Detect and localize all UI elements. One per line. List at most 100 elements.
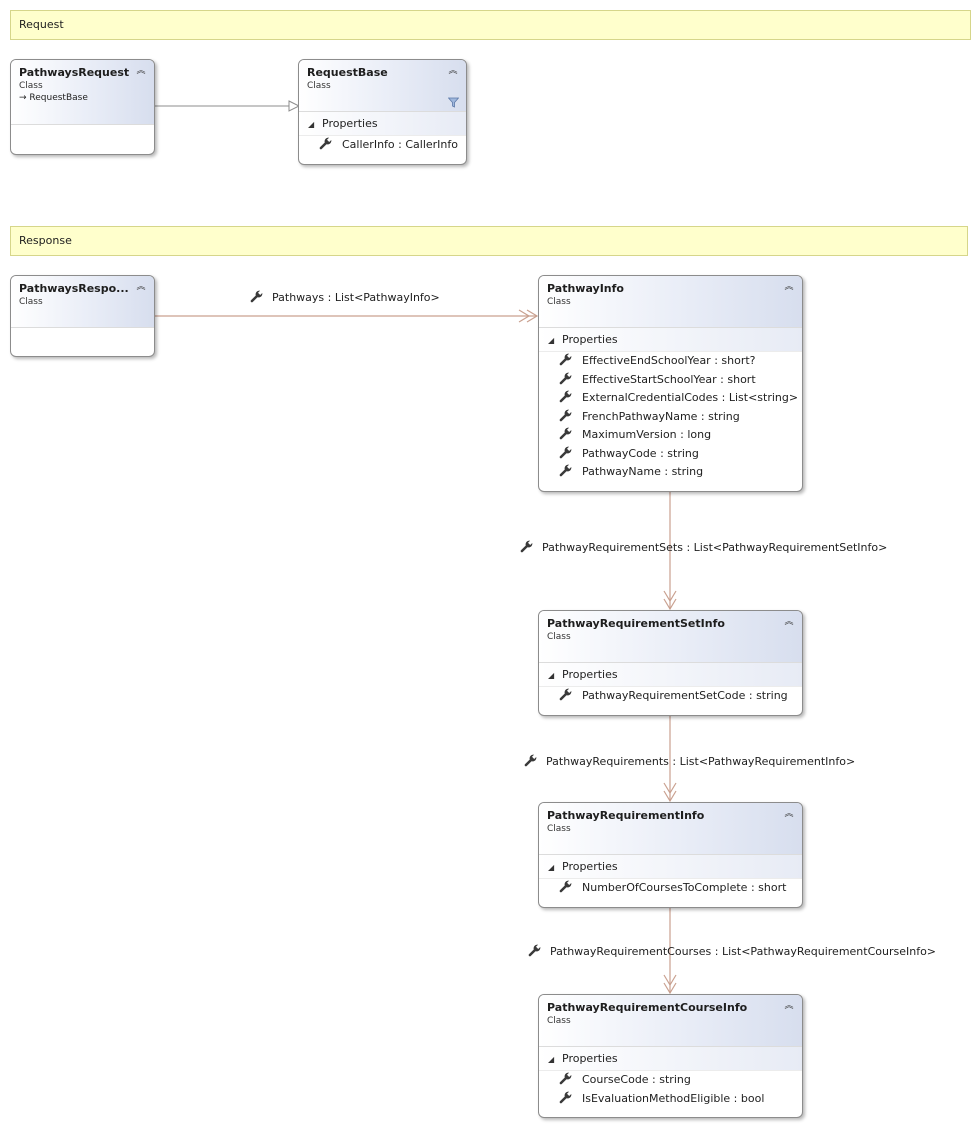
triangle-down-icon[interactable]: ◢ [548,671,555,680]
wrench-icon [559,1072,572,1085]
inheritance-connector[interactable] [155,100,301,112]
properties-section-header[interactable]: ◢Properties [539,663,802,687]
wrench-icon [559,446,572,458]
class-pathway-requirement-course-info[interactable]: PathwayRequirementCourseInfo Class ︽ ◢ Pr… [538,994,803,1118]
triangle-down-icon[interactable]: ◢ [548,863,555,872]
properties-section-header[interactable]: ◢Properties [539,328,802,352]
requirement-sets-association-connector[interactable] [663,492,677,611]
property-row[interactable]: PathwayCode : string [539,445,802,464]
requirements-association-label[interactable]: PathwayRequirements : List<PathwayRequir… [524,754,855,768]
base-type: → RequestBase [19,93,146,103]
wrench-icon [524,754,537,767]
class-name: PathwayRequirementCourseInfo [547,1001,748,1014]
class-header: PathwayRequirementInfo Class ︽ [539,803,802,855]
property-text: PathwayName : string [582,465,704,478]
class-header: RequestBase Class ︽ [299,60,466,112]
class-kind: Class [547,632,571,642]
property-row[interactable]: ExternalCredentialCodes : List<string> [539,389,802,408]
property-row[interactable]: FrenchPathwayName : string [539,408,802,427]
base-type-label: RequestBase [29,93,88,103]
class-name: RequestBase [307,66,388,79]
triangle-down-icon[interactable]: ◢ [548,1055,555,1064]
class-kind: Class [307,81,331,91]
double-chevron-up-icon[interactable]: ︽ [448,66,458,76]
requirement-courses-association-label[interactable]: PathwayRequirementCourses : List<Pathway… [528,944,936,958]
class-pathway-requirement-set-info[interactable]: PathwayRequirementSetInfo Class ︽ ◢Prope… [538,610,803,716]
property-row[interactable]: EffectiveEndSchoolYear : short? [539,352,802,371]
double-chevron-up-icon[interactable]: ︽ [784,617,794,627]
association-text: PathwayRequirementSets : List<PathwayReq… [542,541,888,554]
wrench-icon [520,540,533,553]
wrench-icon [559,353,572,366]
class-name: PathwaysRespo... [19,282,129,295]
property-text: EffectiveStartSchoolYear : short [582,372,756,386]
triangle-down-icon[interactable]: ◢ [548,336,555,345]
class-kind: Class [19,297,43,307]
class-name: PathwayRequirementSetInfo [547,617,725,630]
association-text: Pathways : List<PathwayInfo> [272,291,440,304]
property-text: NumberOfCoursesToComplete : short [582,881,787,894]
property-row[interactable]: EffectiveStartSchoolYear : short [539,371,802,390]
requirement-sets-association-label[interactable]: PathwayRequirementSets : List<PathwayReq… [520,540,887,554]
property-text: CourseCode : string [582,1073,691,1086]
section-label: Properties [322,117,378,130]
class-header: PathwayInfo Class ︽ [539,276,802,328]
pathways-association-label[interactable]: Pathways : List<PathwayInfo> [250,290,440,304]
property-row[interactable]: PathwayRequirementSetCode : string [539,687,802,706]
response-comment[interactable]: Response [10,226,968,256]
properties-section-header[interactable]: ◢Properties [539,855,802,879]
pathways-association-connector[interactable] [155,309,539,323]
class-pathways-request[interactable]: PathwaysRequest Class → RequestBase ︽ [10,59,155,155]
wrench-icon [559,1091,572,1103]
requirements-association-connector[interactable] [663,716,677,803]
property-text: ExternalCredentialCodes : List<string> [582,391,799,404]
property-row[interactable]: CallerInfo : CallerInfo [299,136,466,155]
inheritance-arrow-icon: → [19,93,30,103]
property-row[interactable]: CourseCode : string [539,1071,802,1090]
class-kind: Class [19,81,43,91]
property-row[interactable]: MaximumVersion : long [539,426,802,445]
property-text: PathwayRequirementSetCode : string [582,689,788,702]
request-comment[interactable]: Request [10,10,971,40]
wrench-icon [559,390,572,403]
class-header: PathwaysRequest Class → RequestBase ︽ [11,60,154,125]
property-row[interactable]: IsEvaluationMethodEligible : bool [539,1090,802,1109]
association-text: PathwayRequirements : List<PathwayRequir… [546,755,856,768]
wrench-icon [559,372,572,384]
properties-section-header[interactable]: ◢ Properties [299,112,466,136]
double-chevron-up-icon[interactable]: ︽ [136,282,146,292]
wrench-icon [559,464,572,477]
section-label: Properties [562,1052,618,1065]
filter-icon[interactable] [448,97,459,108]
triangle-down-icon[interactable]: ◢ [308,120,315,129]
property-row[interactable]: NumberOfCoursesToComplete : short [539,879,802,898]
wrench-icon [250,290,263,303]
class-request-base[interactable]: RequestBase Class ︽ ◢ Properties CallerIn… [298,59,467,165]
property-text: PathwayCode : string [582,446,699,460]
class-pathway-requirement-info[interactable]: PathwayRequirementInfo Class ︽ ◢Properti… [538,802,803,908]
wrench-icon [559,409,572,421]
class-kind: Class [547,824,571,834]
class-pathways-response[interactable]: PathwaysRespo... Class ︽ [10,275,155,357]
class-kind: Class [547,297,571,307]
wrench-icon [559,688,572,701]
property-text: CallerInfo : CallerInfo [342,138,458,151]
class-header: PathwayRequirementSetInfo Class ︽ [539,611,802,663]
wrench-icon [559,880,572,893]
property-row[interactable]: PathwayName : string [539,463,802,482]
double-chevron-up-icon[interactable]: ︽ [784,809,794,819]
class-pathway-info[interactable]: PathwayInfo Class ︽ ◢Properties Effectiv… [538,275,803,492]
properties-section-header[interactable]: ◢ Properties [539,1047,802,1071]
double-chevron-up-icon[interactable]: ︽ [784,282,794,292]
property-text: IsEvaluationMethodEligible : bool [582,1091,765,1105]
double-chevron-up-icon[interactable]: ︽ [784,1001,794,1011]
wrench-icon [559,427,572,440]
double-chevron-up-icon[interactable]: ︽ [136,66,146,76]
association-text: PathwayRequirementCourses : List<Pathway… [550,945,937,958]
class-name: PathwayInfo [547,282,624,295]
property-text: FrenchPathwayName : string [582,409,740,423]
request-comment-text: Request [19,18,64,31]
class-kind: Class [547,1016,571,1026]
requirement-courses-association-connector[interactable] [663,908,677,995]
